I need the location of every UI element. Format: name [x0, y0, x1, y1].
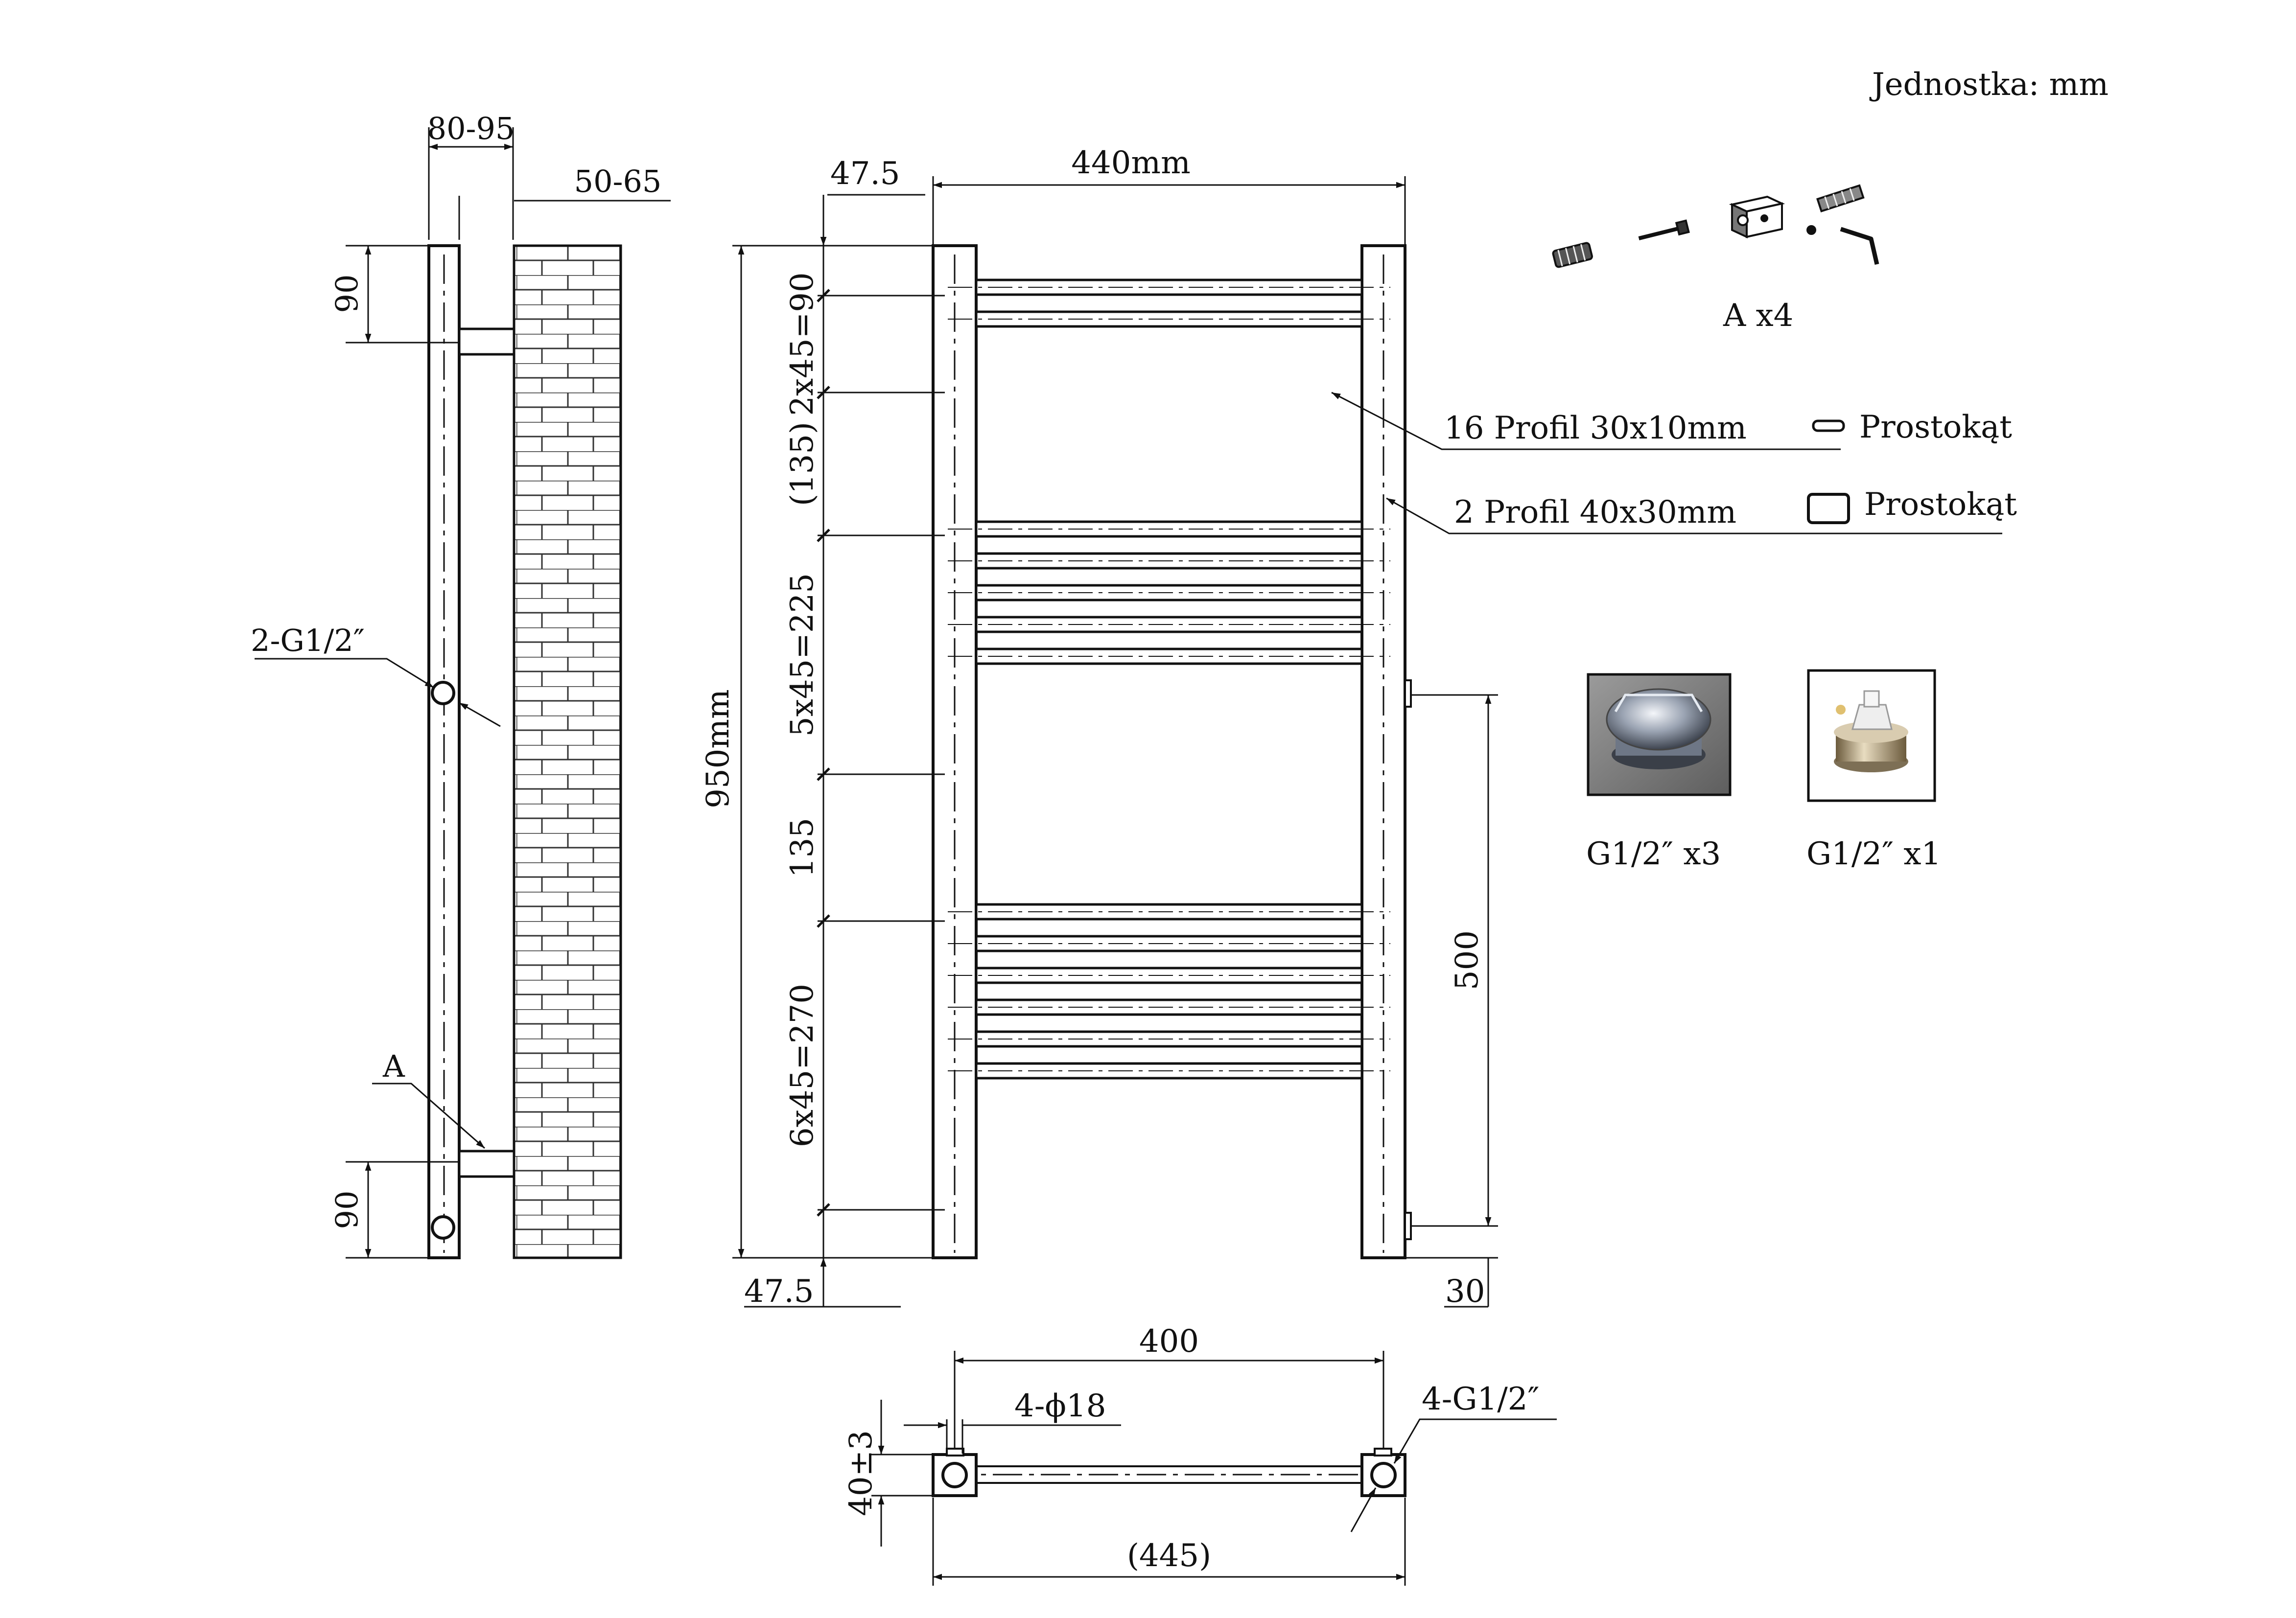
rounded-rectangle-icon [1807, 493, 1850, 524]
side-top-width-label: 80-95 [427, 111, 515, 146]
side-inlet-label: 2-G1/2″ [251, 623, 365, 658]
segment-tick-mark [817, 767, 830, 781]
wall-bracket-bottom [458, 1150, 515, 1178]
allen-key-icon [1840, 227, 1879, 265]
side-top-offset-label: 90 [329, 275, 365, 313]
side-view [255, 127, 671, 1259]
fitting-valve-photo [1807, 669, 1936, 802]
wall-plug-icon [1552, 242, 1593, 268]
profile-small-shape: Prostokąt [1859, 409, 2012, 445]
top-view-right-hole [1370, 1462, 1397, 1488]
segment-label-4: 135 [784, 818, 820, 878]
side-inlet-circle [431, 681, 455, 705]
accessories-label: A x4 [1723, 298, 1793, 334]
segment-tick-mark [817, 529, 830, 542]
fitting-valve-label: G1/2″ x1 [1806, 836, 1941, 872]
front-bottom-margin-label: 47.5 [744, 1273, 814, 1310]
segment-tick-mark [817, 914, 830, 928]
right-connector-bottom [1404, 1212, 1412, 1240]
connection-spacing-label: 500 [1449, 930, 1485, 990]
segment-label-3: 5x45=225 [784, 573, 820, 737]
segment-tick-mark [817, 386, 830, 399]
segment-dimension-ticks [817, 289, 945, 1217]
front-bottom-offset-label: 30 [1445, 1273, 1485, 1310]
top-view-outer-width-label: (445) [1127, 1538, 1211, 1574]
top-view-holes-label: 4-ϕ18 [1014, 1388, 1106, 1424]
accessories-group [1552, 184, 1879, 268]
top-view-depth-label: 40±3 [843, 1430, 879, 1516]
segment-labels: 2x45=90 (135) 5x45=225 135 6x45=270 [784, 272, 820, 1147]
fitting-plug-label: G1/2″ x3 [1586, 836, 1721, 872]
segment-tick-mark [817, 289, 830, 302]
grub-screw-icon [1816, 184, 1865, 213]
bracket-block-icon [1729, 195, 1785, 239]
unit-label: Jednostka: mm [1869, 67, 2109, 103]
wall-bracket-top [458, 327, 515, 356]
segment-label-5: 6x45=270 [784, 984, 820, 1147]
top-view-thread-label: 4-G1/2″ [1422, 1381, 1539, 1417]
profile-large-shape: Prostokąt [1864, 486, 2017, 523]
profile-large-label: 2 Profil 40x30mm [1454, 494, 1736, 531]
front-height-label: 950mm [700, 689, 736, 809]
top-view [871, 1351, 1557, 1586]
horizontal-bars [948, 278, 1390, 1080]
front-top-margin-label: 47.5 [830, 156, 900, 192]
rounded-slot-icon [1812, 419, 1845, 432]
top-view-left-hole [941, 1462, 968, 1488]
segment-label-1: 2x45=90 [784, 272, 820, 416]
side-bottom-offset-label: 90 [329, 1191, 365, 1229]
segment-label-2: (135) [784, 422, 820, 506]
side-wall-gap-label: 50-65 [574, 163, 662, 199]
segment-tick-mark [817, 1203, 830, 1217]
front-width-label: 440mm [1071, 145, 1191, 181]
top-view-inner-width-label: 400 [1139, 1323, 1199, 1360]
front-view [732, 176, 2002, 1308]
side-bracket-label: A [382, 1048, 405, 1084]
side-outlet-circle [431, 1215, 455, 1240]
profile-small-label: 16 Profil 30x10mm [1444, 410, 1747, 446]
screw-icon [1638, 219, 1690, 240]
small-dot-icon [1806, 225, 1816, 235]
right-connector-top [1404, 679, 1412, 708]
fitting-plug-photo [1587, 673, 1732, 796]
wall-brick [513, 244, 622, 1259]
